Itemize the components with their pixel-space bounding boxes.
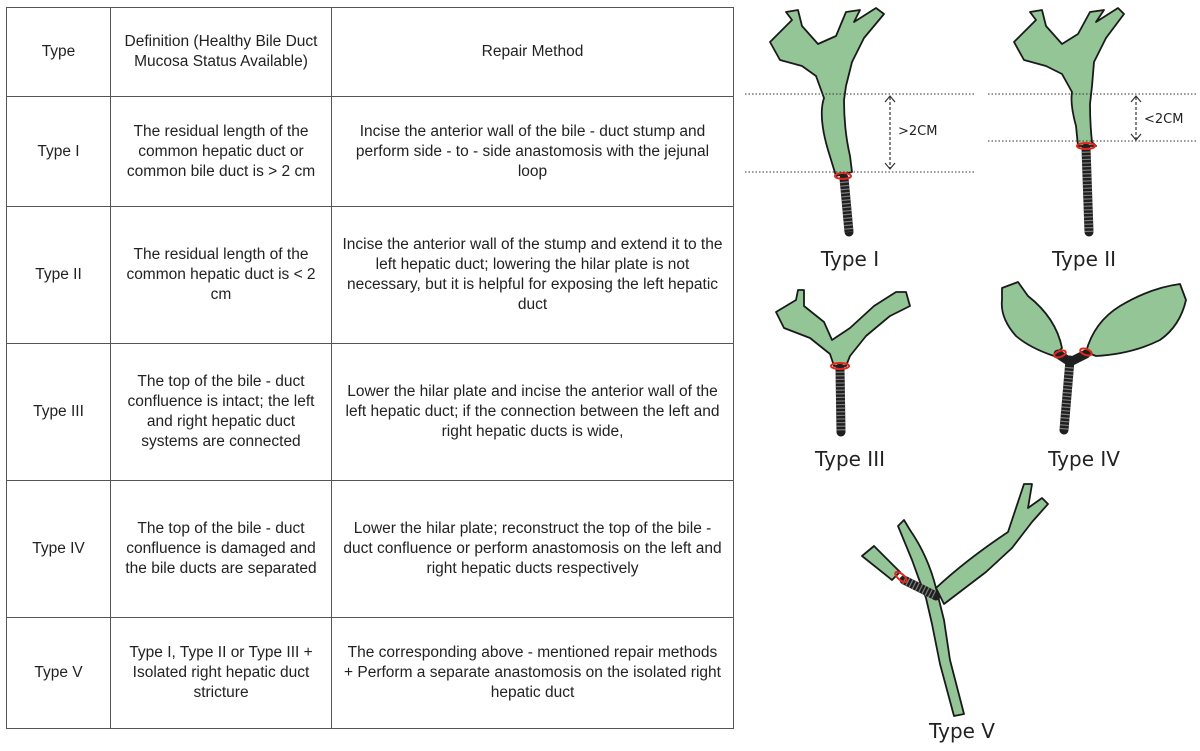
type3-caption: Type III xyxy=(815,447,885,471)
type2-diagram: <2CM xyxy=(988,7,1196,237)
row-type: Type III xyxy=(6,343,111,481)
type1-diagram: >2CM xyxy=(745,7,976,237)
type4-caption: Type IV xyxy=(1048,447,1120,471)
row-method: Lower the hilar plate and incise the ant… xyxy=(331,343,734,481)
row-definition: Type I, Type II or Type III + Isolated r… xyxy=(110,617,332,729)
header-type: Type xyxy=(6,7,111,97)
table-row: Type IV The top of the bile - duct confl… xyxy=(6,480,734,618)
row-definition: The residual length of the common hepati… xyxy=(110,206,332,344)
row-method: The corresponding above - mentioned repa… xyxy=(331,617,734,729)
row-type: Type II xyxy=(6,206,111,344)
table-row: Type V Type I, Type II or Type III + Iso… xyxy=(6,617,734,729)
type1-caption: Type I xyxy=(820,247,880,271)
type3-diagram xyxy=(775,289,911,437)
type5-caption: Type V xyxy=(929,719,995,743)
header-repair-method: Repair Method xyxy=(331,7,734,97)
table-row: Type II The residual length of the commo… xyxy=(6,206,734,344)
table-row: Type III The top of the bile - duct conf… xyxy=(6,343,734,481)
type5-diagram xyxy=(861,483,1049,717)
row-definition: The top of the bile - duct confluence is… xyxy=(110,480,332,618)
row-definition: The residual length of the common hepati… xyxy=(110,96,332,207)
type2-caption: Type II xyxy=(1051,247,1117,271)
bile-duct-diagrams: >2CM <2CM xyxy=(745,7,1196,717)
row-method: Incise the anterior wall of the bile - d… xyxy=(331,96,734,207)
row-method: Lower the hilar plate; reconstruct the t… xyxy=(331,480,734,618)
type1-measure-label: >2CM xyxy=(898,124,937,139)
row-type: Type V xyxy=(6,617,111,729)
classification-table: Type Definition (Healthy Bile Duct Mucos… xyxy=(6,7,734,729)
type2-measure-label: <2CM xyxy=(1144,112,1183,127)
table-header-row: Type Definition (Healthy Bile Duct Mucos… xyxy=(6,7,734,97)
row-type: Type I xyxy=(6,96,111,207)
figure-panel: >2CM <2CM xyxy=(740,0,1200,746)
table-row: Type I The residual length of the common… xyxy=(6,96,734,207)
row-type: Type IV xyxy=(6,480,111,618)
row-method: Incise the anterior wall of the stump an… xyxy=(331,206,734,344)
row-definition: The top of the bile - duct confluence is… xyxy=(110,343,332,481)
header-definition: Definition (Healthy Bile Duct Mucosa Sta… xyxy=(110,7,332,97)
type4-diagram xyxy=(1000,281,1187,435)
